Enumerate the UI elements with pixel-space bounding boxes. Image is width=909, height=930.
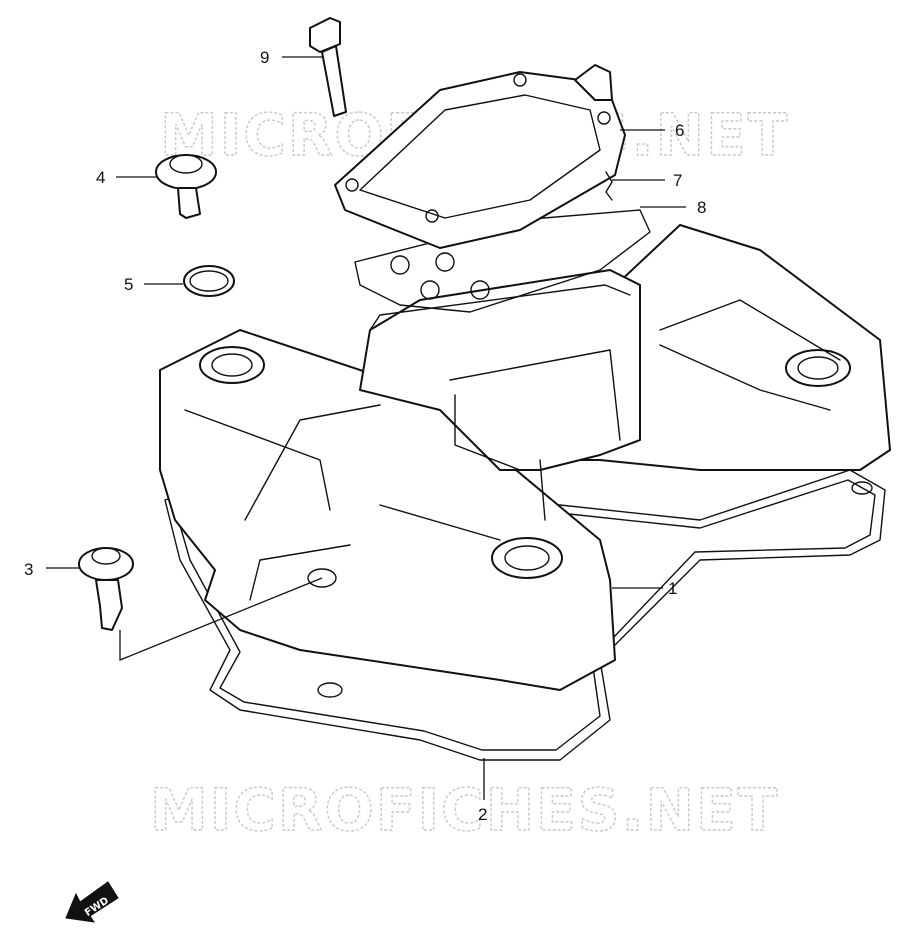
fwd-arrow-icon: FWD <box>65 881 119 923</box>
part-3-bolt <box>78 547 134 631</box>
callout-5: 5 <box>124 275 133 294</box>
callout-7: 7 <box>673 171 682 190</box>
callout-3: 3 <box>24 560 33 579</box>
callout-4: 4 <box>96 168 105 187</box>
part-4-bolt <box>155 154 217 219</box>
callout-9: 9 <box>260 48 269 67</box>
callout-6: 6 <box>675 121 684 140</box>
callout-8: 8 <box>697 198 706 217</box>
part-7-clip <box>605 171 613 201</box>
callout-2: 2 <box>478 805 487 824</box>
part-9-bolt <box>309 17 347 117</box>
callout-1: 1 <box>668 579 677 598</box>
watermark-bottom: MICROFICHES.NET <box>150 776 779 844</box>
part-3-guide-line <box>119 577 323 661</box>
part-5-o-ring <box>183 265 235 297</box>
part-6-breather-cover <box>334 64 626 249</box>
part-8-breather-gasket <box>354 209 651 313</box>
part-1-cylinder-head-cover <box>159 224 891 691</box>
